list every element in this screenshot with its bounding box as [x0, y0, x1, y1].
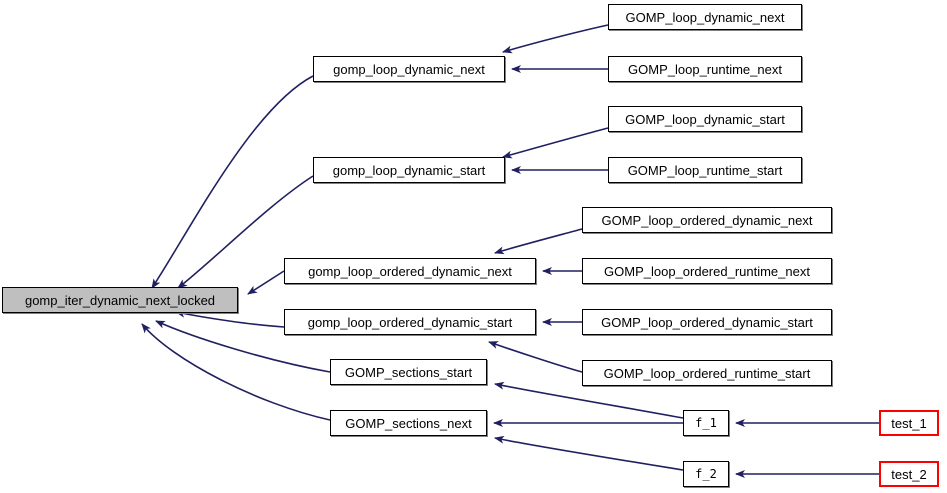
node-label: f_2 [695, 467, 717, 481]
node-GOMP-loop-ordered-dynamic-next[interactable]: GOMP_loop_ordered_dynamic_next [582, 207, 832, 233]
node-label: gomp_loop_ordered_dynamic_next [308, 263, 512, 279]
node-gomp-loop-ordered-dynamic-next[interactable]: gomp_loop_ordered_dynamic_next [284, 258, 536, 284]
node-GOMP-loop-runtime-next[interactable]: GOMP_loop_runtime_next [608, 56, 802, 82]
edge-gomp-sections-next-to-root [141, 323, 331, 421]
edge-gomp-sections-start-to-root [155, 320, 331, 373]
node-gomp-loop-ordered-dynamic-start[interactable]: gomp_loop_ordered_dynamic_start [284, 309, 536, 335]
node-GOMP-sections-next[interactable]: GOMP_sections_next [330, 410, 487, 436]
node-label: gomp_loop_dynamic_start [332, 162, 486, 178]
node-GOMP-sections-start[interactable]: GOMP_sections_start [330, 359, 487, 385]
edge-f1-to-GOMP-sections-start [494, 381, 684, 419]
node-label: test_2 [891, 466, 927, 482]
node-label: GOMP_loop_ordered_runtime_next [604, 263, 810, 279]
node-GOMP-loop-ordered-runtime-start[interactable]: GOMP_loop_ordered_runtime_start [582, 360, 832, 386]
node-GOMP-loop-dynamic-start[interactable]: GOMP_loop_dynamic_start [608, 106, 802, 132]
node-label: test_1 [891, 415, 927, 431]
edge-gomp-loop-ordered-dynamic-next-to-root [247, 270, 285, 295]
edge-gomp-loop-ordered-dynamic-start-to-root [175, 309, 285, 328]
node-label: GOMP_loop_ordered_dynamic_next [601, 212, 813, 228]
node-label: gomp_loop_dynamic_next [333, 61, 485, 77]
node-GOMP-loop-dynamic-next[interactable]: GOMP_loop_dynamic_next [608, 4, 802, 30]
node-label: f_1 [695, 416, 717, 430]
edge-GOMP-loop-dynamic-next [502, 24, 609, 54]
node-label: GOMP_loop_runtime_start [627, 162, 783, 178]
node-test-1[interactable]: test_1 [879, 410, 939, 436]
edge-f2-to-GOMP-sections-next [494, 435, 684, 471]
node-GOMP-loop-ordered-dynamic-start[interactable]: GOMP_loop_ordered_dynamic_start [582, 309, 832, 335]
node-label: GOMP_sections_start [344, 364, 473, 380]
node-GOMP-loop-runtime-start[interactable]: GOMP_loop_runtime_start [608, 157, 802, 183]
node-label: GOMP_loop_runtime_next [628, 61, 782, 77]
node-gomp-iter-dynamic-next-locked[interactable]: gomp_iter_dynamic_next_locked [2, 287, 238, 313]
node-label: gomp_loop_ordered_dynamic_start [307, 314, 513, 330]
node-gomp-loop-dynamic-start[interactable]: gomp_loop_dynamic_start [313, 157, 505, 183]
node-label: GOMP_loop_ordered_dynamic_start [601, 314, 813, 330]
edge-GOMP-loop-dynamic-start [502, 127, 609, 159]
node-f-1[interactable]: f_1 [683, 410, 729, 436]
node-label: GOMP_loop_dynamic_start [625, 111, 785, 127]
node-GOMP-loop-ordered-runtime-next[interactable]: GOMP_loop_ordered_runtime_next [582, 258, 832, 284]
node-f-2[interactable]: f_2 [683, 461, 729, 487]
node-label: GOMP_sections_next [345, 415, 472, 431]
node-test-2[interactable]: test_2 [879, 461, 939, 487]
node-label: GOMP_loop_ordered_runtime_start [603, 365, 811, 381]
node-gomp-loop-dynamic-next[interactable]: gomp_loop_dynamic_next [313, 56, 505, 82]
edge-gomp-loop-dynamic-start-to-root [177, 175, 314, 289]
node-label: gomp_iter_dynamic_next_locked [24, 292, 216, 308]
edge-GOMP-loop-ordered-dynamic-next [494, 228, 583, 255]
edge-GOMP-loop-ordered-runtime-start [488, 341, 583, 373]
edge-gomp-loop-dynamic-next-to-root [151, 75, 314, 289]
node-label: GOMP_loop_dynamic_next [625, 9, 785, 25]
